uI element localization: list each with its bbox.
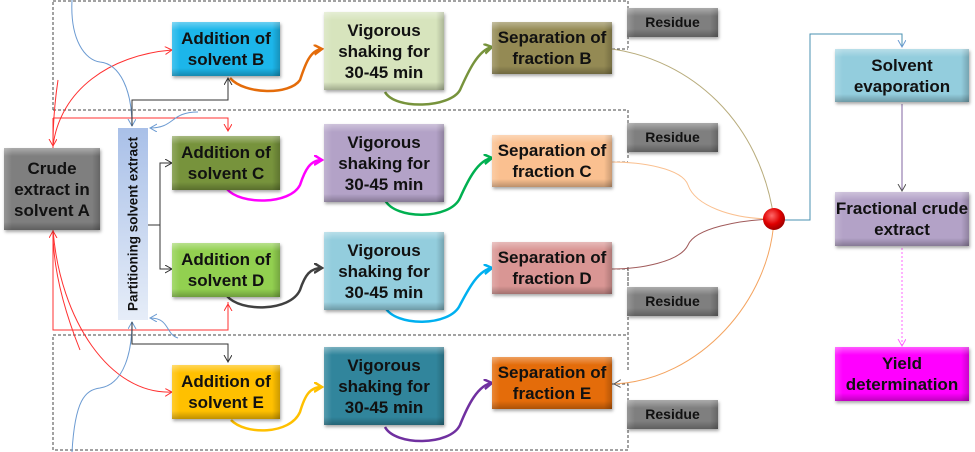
feed-curve-bottom [71,322,132,452]
shaking-c-label: Vigorous shaking for 30-45 min [338,132,430,194]
addition-solvent-c-label: Addition of solvent C [181,143,271,183]
separation-fraction-d-box: Separation of fraction D [492,242,612,294]
partitioning-solvent-bar: Partitioning solvent extract [118,128,148,320]
shaking-d-label: Vigorous shaking for 30-45 min [338,240,430,302]
shaking-d-box: Vigorous shaking for 30-45 min [324,232,444,310]
separation-fraction-d-label: Separation of fraction D [497,248,607,288]
line-sepC-junction [611,161,774,220]
crude-extract-box: Crude extract in solvent A [4,148,100,230]
arrow-shakeE-sep [383,383,492,443]
solvent-evaporation-label: Solvent evaporation [853,55,951,96]
residue-c-box: Residue [627,123,718,152]
arrow-shakeB-sep [383,47,492,106]
residue-b-label: Residue [645,14,700,30]
line-sepB-junction [611,48,775,220]
shaking-c-box: Vigorous shaking for 30-45 min [324,124,444,202]
feed-curve-top [71,0,132,126]
addition-solvent-e-box: Addition of solvent E [172,365,280,419]
shaking-e-box: Vigorous shaking for 30-45 min [324,347,444,425]
addition-solvent-b-label: Addition of solvent B [181,29,271,69]
solvent-evaporation-box: Solvent evaporation [835,49,969,102]
separation-fraction-b-label: Separation of fraction B [497,28,607,68]
arrow-addD-shake [226,268,322,309]
connector-partition-to-e [131,322,228,362]
line-junction-sepE [614,218,775,384]
addition-solvent-b-box: Addition of solvent B [172,22,280,76]
shaking-e-label: Vigorous shaking for 30-45 min [338,355,430,417]
crude-extract-label: Crude extract in solvent A [14,158,90,220]
addition-solvent-d-box: Addition of solvent D [172,243,280,297]
separation-fraction-b-box: Separation of fraction B [492,22,612,74]
residue-e-label: Residue [645,406,700,422]
connector-partition-to-b [131,78,228,126]
line-sepD-junction [611,218,774,270]
separation-fraction-c-box: Separation of fraction C [492,135,612,187]
return-arrow-e [52,229,172,392]
yield-determination-label: Yield determination [845,354,959,394]
line-junction-evap [784,33,902,221]
fractional-crude-extract-box: Fractional crude extract [835,192,969,246]
shaking-b-box: Vigorous shaking for 30-45 min [324,12,444,90]
partitioning-solvent-label: Partitioning solvent extract [125,136,141,312]
addition-solvent-e-label: Addition of solvent E [181,372,271,412]
separation-fraction-e-label: Separation of fraction E [497,363,607,403]
arrow-addC-shake [226,160,322,202]
arrow-addE-shake [230,387,322,432]
addition-solvent-d-label: Addition of solvent D [181,250,271,290]
residue-c-label: Residue [645,129,700,145]
arrow-addB-shake [229,49,322,93]
junction-node [763,208,785,230]
arrow-shakeD-sep [383,268,492,323]
residue-d-label: Residue [645,293,700,309]
shaking-b-label: Vigorous shaking for 30-45 min [338,20,430,82]
arrow-shakeC-sep [383,158,492,216]
fractional-crude-extract-label: Fractional crude extract [835,199,969,239]
residue-d-box: Residue [627,287,718,316]
return-arrow-b [52,50,172,147]
yield-determination-box: Yield determination [835,347,969,401]
residue-b-box: Residue [627,8,718,37]
connector-partition-to-cd [148,162,172,270]
separation-fraction-c-label: Separation of fraction C [497,141,607,181]
addition-solvent-c-box: Addition of solvent C [172,136,280,190]
residue-e-box: Residue [627,400,718,429]
separation-fraction-e-box: Separation of fraction E [492,357,612,409]
